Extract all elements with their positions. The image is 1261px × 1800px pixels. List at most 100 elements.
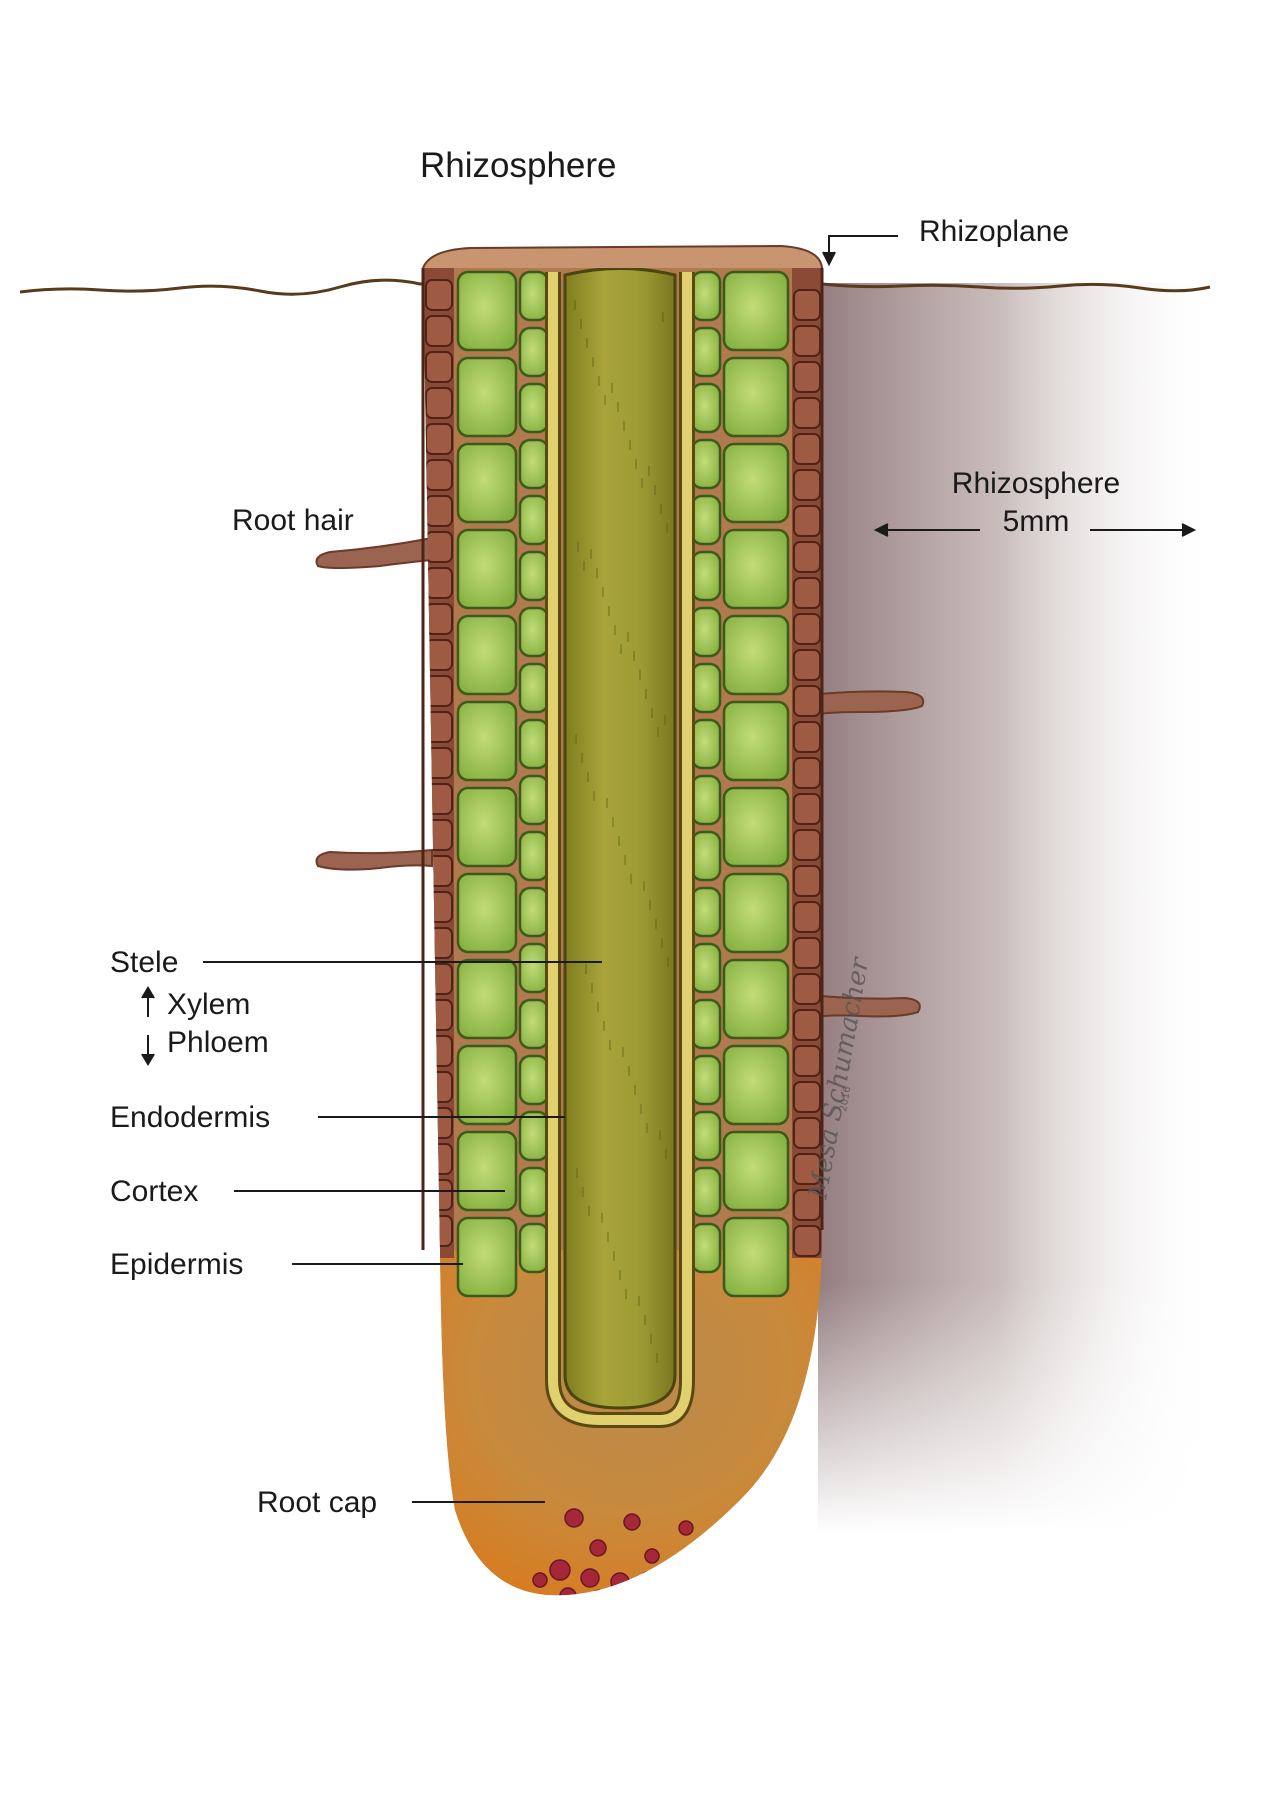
root-cap-cell (580, 1568, 600, 1588)
root-hairs (315, 536, 925, 1020)
cortex-cell (518, 1166, 550, 1218)
epidermis-cell (793, 829, 821, 861)
epidermis-cell (425, 1035, 453, 1067)
root-cap-cell (666, 1566, 686, 1586)
epidermis-cell (793, 1081, 821, 1113)
epidermis-cell (425, 1107, 453, 1139)
label-cortex: Cortex (110, 1175, 198, 1208)
epidermis-cell (425, 1143, 453, 1175)
root-cap-cell (532, 1572, 548, 1588)
cortex-cell (722, 614, 790, 696)
epidermis-cell (793, 721, 821, 753)
cortex-cell (518, 382, 550, 434)
root-cap-cell (564, 1508, 584, 1528)
epidermis-cell (425, 1179, 453, 1211)
cortex-cell (456, 872, 518, 954)
cortex-cell (722, 786, 790, 868)
cortex-cell (456, 442, 518, 524)
epidermis-cell (793, 361, 821, 393)
root-body (423, 268, 822, 1596)
epidermis-cell (793, 1117, 821, 1149)
cortex-cell (690, 886, 722, 938)
epidermis-cell (425, 783, 453, 815)
cortex-cell (690, 606, 722, 658)
epidermis-cell (793, 505, 821, 537)
epidermis-cell (425, 315, 453, 347)
cortex-cell (518, 270, 550, 322)
cortex-cell (690, 270, 722, 322)
epidermis-cell (425, 387, 453, 419)
root-cap-cell (639, 1571, 657, 1589)
root-cap-cell (695, 1563, 713, 1581)
root-cap-cell (681, 1587, 699, 1596)
cortex-cell (456, 1130, 518, 1212)
epidermis-cell (793, 793, 821, 825)
root-cap-cell (722, 1552, 738, 1568)
cortex-cell (722, 700, 790, 782)
leader-lines (141, 235, 1197, 1503)
epidermis-cell (425, 423, 453, 455)
epidermis-cell (793, 757, 821, 789)
epidermis-cell (425, 963, 453, 995)
epidermis-cell (793, 289, 821, 321)
cortex-cell (456, 700, 518, 782)
epidermis-cell (793, 865, 821, 897)
title-rhizosphere: Rhizosphere (420, 146, 617, 185)
epidermis-cell (425, 531, 453, 563)
epidermis-cell (793, 469, 821, 501)
epidermis-cell (793, 649, 821, 681)
cortex-cell (690, 1166, 722, 1218)
root-cap-cell (589, 1539, 607, 1557)
cortex-cell (456, 1216, 518, 1298)
cortex-cell (690, 830, 722, 882)
root-cap-cell (623, 1513, 641, 1531)
epidermis-cell (425, 1071, 453, 1103)
epidermis-cell (793, 325, 821, 357)
cortex-cell (518, 494, 550, 546)
cortex-cell (690, 998, 722, 1050)
label-endodermis: Endodermis (110, 1101, 270, 1134)
svg-text:2016: 2016 (838, 1086, 853, 1113)
cortex-cell (518, 606, 550, 658)
cortex-cell (722, 1130, 790, 1212)
root-cap-cell (678, 1520, 694, 1536)
cortex-cell (518, 1222, 550, 1274)
cortex-cell (690, 662, 722, 714)
cortex-cell (690, 326, 722, 378)
label-phloem: Phloem (167, 1026, 269, 1059)
epidermis-cell (793, 1225, 821, 1257)
root-top-face (422, 244, 823, 269)
epidermis-cell (793, 901, 821, 933)
epidermis-cell (793, 1009, 821, 1041)
epidermis-cell (425, 567, 453, 599)
cortex-cell (518, 326, 550, 378)
cortex-cell (690, 774, 722, 826)
cortex-cell (518, 550, 550, 602)
root-cap-cell (559, 1587, 577, 1596)
root-cap-cell (549, 1559, 571, 1581)
epidermis-cell (425, 495, 453, 527)
label-root-cap: Root cap (257, 1486, 377, 1519)
cortex-cell (456, 1044, 518, 1126)
label-rhizosphere-zone: Rhizosphere (952, 467, 1120, 500)
epidermis-cell (793, 397, 821, 429)
cortex-cell (518, 718, 550, 770)
epidermis-cell (425, 747, 453, 779)
root-cap-cell (652, 1590, 672, 1596)
epidermis-cell (793, 613, 821, 645)
cortex-cell (722, 528, 790, 610)
cortex-cell (690, 942, 722, 994)
cortex-cell (456, 786, 518, 868)
epidermis-cell (425, 603, 453, 635)
epidermis-cell (793, 685, 821, 717)
cortex-cell (690, 438, 722, 490)
cortex-cell (722, 442, 790, 524)
epidermis-cell (793, 1045, 821, 1077)
cortex-cell (690, 1110, 722, 1162)
label-root-hair: Root hair (232, 504, 354, 537)
root-cap-cell (622, 1594, 642, 1596)
cortex-cell (518, 1054, 550, 1106)
cortex-cell (690, 494, 722, 546)
